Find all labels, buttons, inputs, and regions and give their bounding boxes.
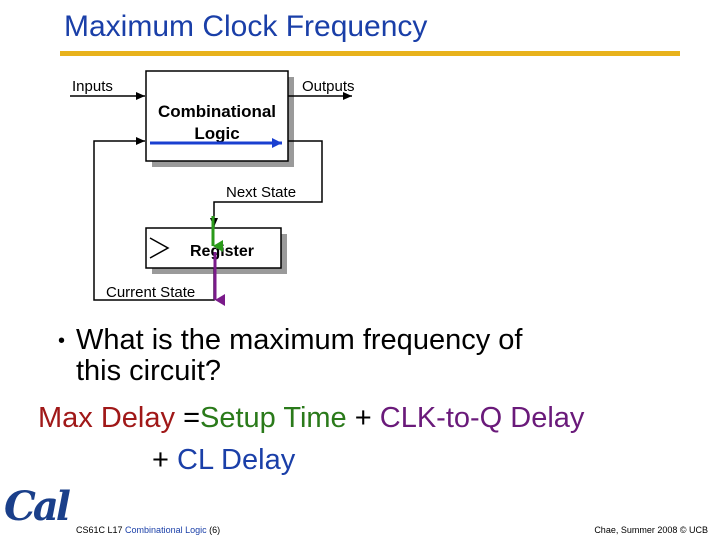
- equation-line1: Max Delay =Setup Time + CLK-to-Q Delay: [38, 402, 584, 435]
- setup-time-term: Setup Time: [200, 402, 347, 434]
- combinational-logic-box: [145, 70, 289, 162]
- plus-sign-1: +: [346, 402, 380, 434]
- register-label: Register: [190, 243, 254, 260]
- question-text: What is the maximum frequency of this ci…: [76, 325, 522, 387]
- clk-to-q-term: CLK-to-Q Delay: [379, 402, 585, 434]
- inputs-label: Inputs: [72, 78, 113, 95]
- cl-delay-term: CL Delay: [177, 444, 296, 476]
- cal-logo: Cal: [4, 483, 71, 530]
- max-delay-term: Max Delay: [38, 402, 175, 434]
- question-line2: this circuit?: [76, 355, 222, 387]
- clock-input-triangle: [149, 237, 170, 259]
- current-state-label: Current State: [106, 284, 195, 301]
- outputs-label: Outputs: [302, 78, 355, 95]
- combinational-label-line1: Combinational: [158, 102, 276, 121]
- footer-course-code: CS61C L17: [76, 525, 123, 535]
- question-line1: What is the maximum frequency of: [76, 324, 523, 356]
- next-state-wire: [210, 140, 323, 227]
- footer-page-number: (6): [209, 525, 221, 535]
- circuit-diagram: Combinational Logic Register Inputs Outp…: [70, 70, 355, 306]
- bullet-marker: •: [58, 330, 66, 352]
- plus-sign-2: +: [152, 444, 177, 476]
- next-state-label: Next State: [226, 184, 296, 201]
- combinational-label-line2: Logic: [194, 124, 239, 143]
- footer-credit: Chae, Summer 2008 © UCB: [594, 525, 708, 535]
- slide-title: Maximum Clock Frequency: [64, 10, 428, 43]
- footer-course: CS61C L17 Combinational Logic (6): [76, 525, 220, 535]
- title-underline: [60, 51, 680, 56]
- footer-topic: Combinational Logic: [125, 525, 207, 535]
- equation-line2: + CL Delay: [152, 444, 295, 477]
- equals-sign: =: [183, 402, 200, 434]
